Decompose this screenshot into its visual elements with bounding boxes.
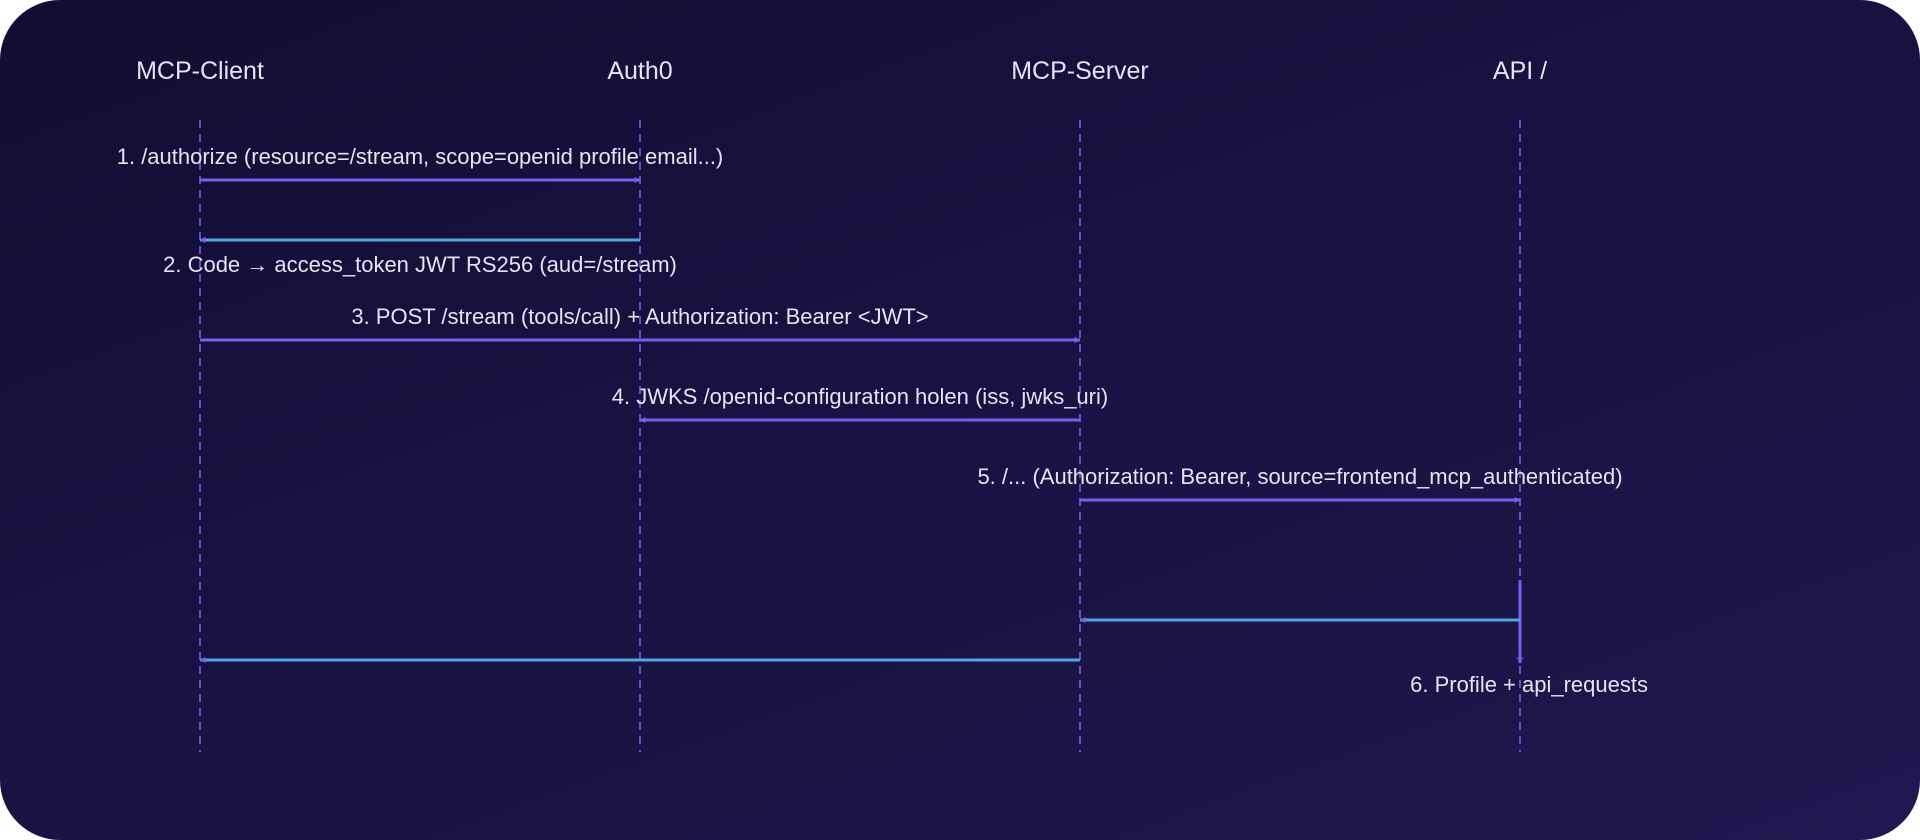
message-2-label: 2. Code → access_token JWT RS256 (aud=/s…	[163, 252, 677, 277]
participant-mcp-server: MCP-Server	[1011, 57, 1149, 85]
message-1-label: 1. /authorize (resource=/stream, scope=o…	[117, 144, 724, 169]
message-6-label: 6. Profile + api_requests	[1410, 672, 1648, 697]
participant-api: API /	[1493, 57, 1547, 85]
message-3-label: 3. POST /stream (tools/call) + Authoriza…	[351, 304, 928, 329]
participant-mcp-client: MCP-Client	[136, 57, 264, 85]
message-5-label: 5. /... (Authorization: Bearer, source=f…	[977, 464, 1622, 489]
participant-auth0: Auth0	[607, 57, 672, 85]
message-4-label: 4. JWKS /openid-configuration holen (iss…	[612, 384, 1108, 409]
